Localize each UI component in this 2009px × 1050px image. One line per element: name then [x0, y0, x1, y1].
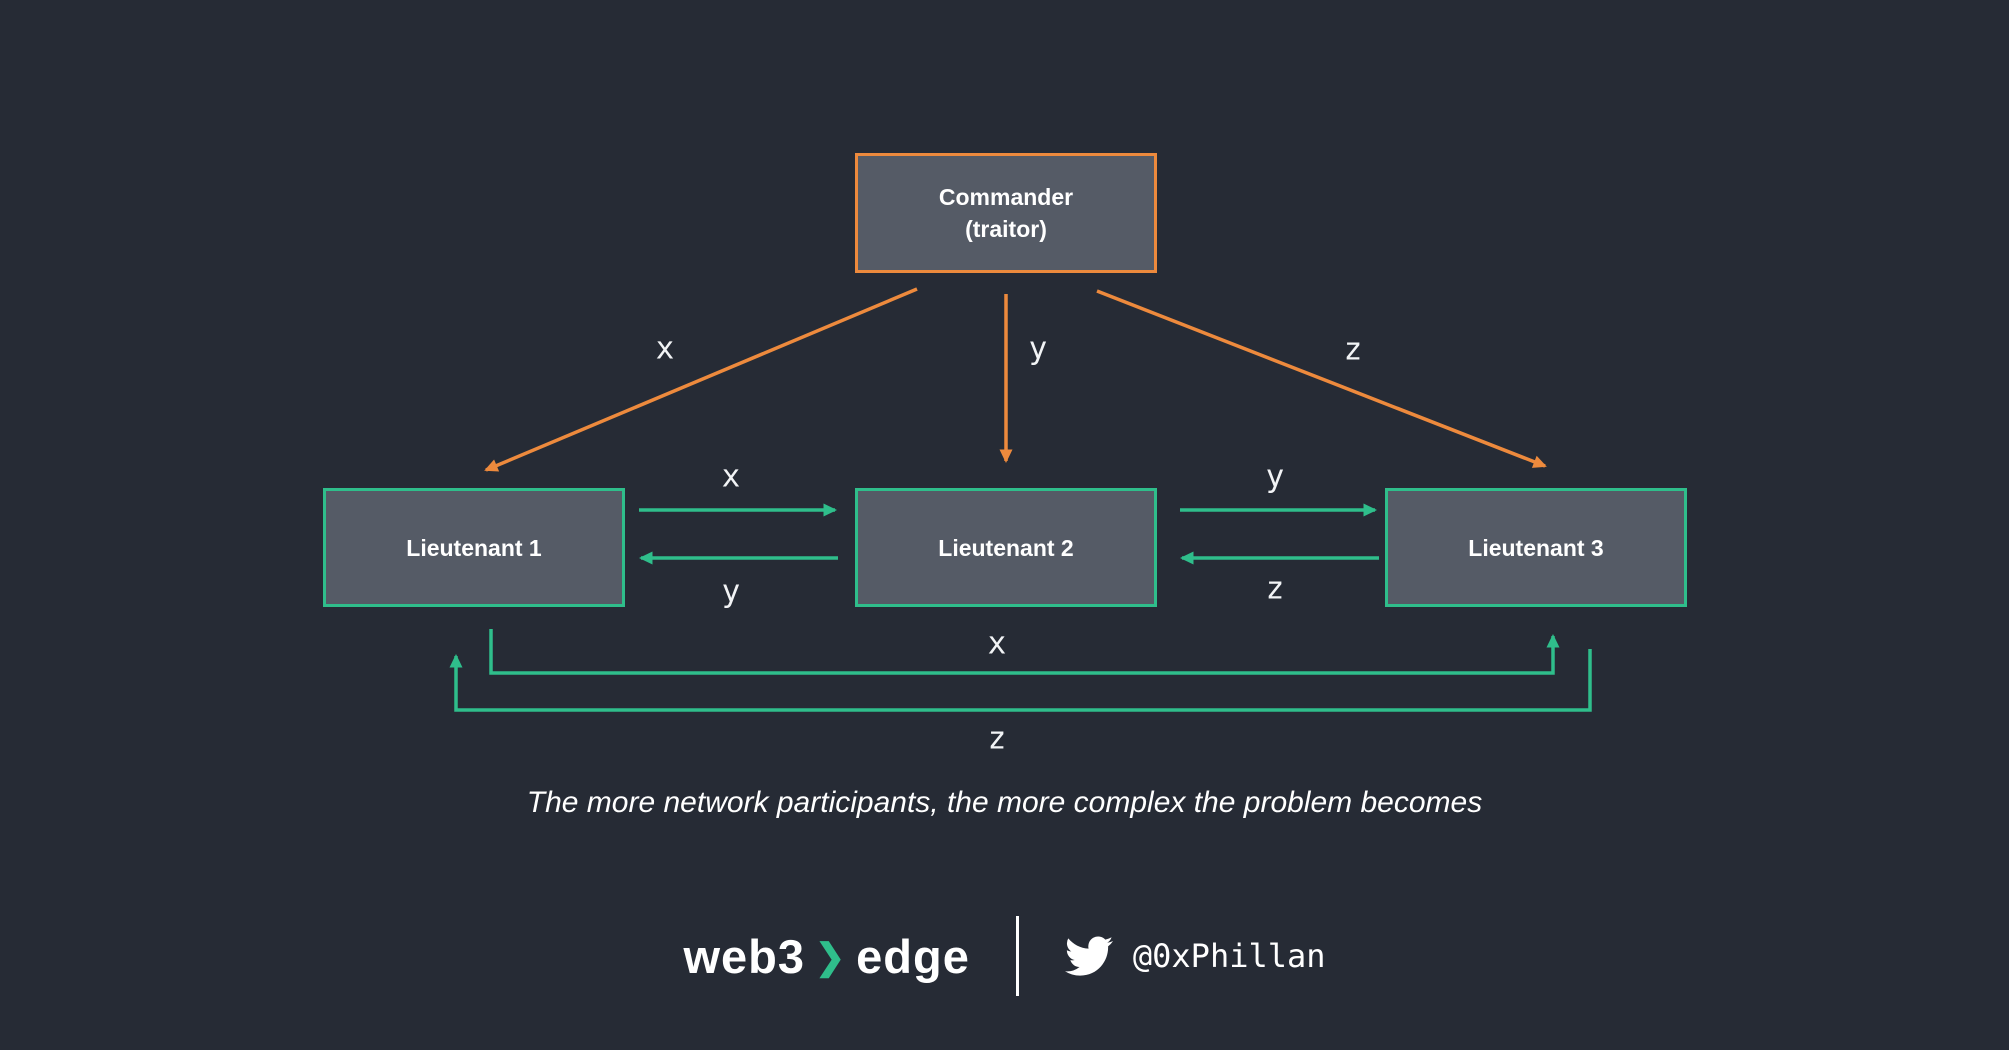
label-commander-to-l1: x: [655, 330, 675, 367]
label-commander-to-l2: y: [1028, 330, 1048, 367]
edge-l3-to-l1: [449, 649, 1592, 712]
lieutenant-2-label: Lieutenant 2: [938, 534, 1074, 561]
brand-edge-text: edge: [856, 929, 970, 983]
lieutenant-1-label: Lieutenant 1: [406, 534, 542, 561]
edge-commander-to-l1: [484, 287, 918, 472]
footer-divider: [1015, 916, 1019, 996]
caption-text: The more network participants, the more …: [526, 786, 1483, 819]
lieutenant-2-node: Lieutenant 2: [855, 488, 1157, 607]
brand-logo: web3 ❯ edge: [683, 929, 969, 984]
twitter-handle: @0xPhillan: [1132, 937, 1326, 975]
label-commander-to-l3: z: [1343, 331, 1363, 368]
edge-commander-to-l3: [1096, 289, 1547, 468]
label-l3-to-l1: z: [987, 720, 1007, 757]
twitter-bird-icon: [1064, 936, 1113, 976]
footer-branding: web3 ❯ edge @0xPhillan: [0, 912, 2009, 1000]
label-l3-to-l2: z: [1265, 570, 1285, 607]
twitter-credit: @0xPhillan: [1064, 936, 1326, 976]
label-l1-to-l3: x: [987, 625, 1007, 662]
commander-label-line2: (traitor): [965, 216, 1047, 242]
chevron-right-icon: ❯: [815, 936, 847, 977]
lieutenant-3-node: Lieutenant 3: [1385, 488, 1687, 607]
lieutenant-3-label: Lieutenant 3: [1468, 534, 1604, 561]
commander-label-line1: Commander: [938, 184, 1074, 210]
label-l1-to-l2: x: [721, 458, 741, 495]
label-l2-to-l3: y: [1265, 458, 1285, 495]
brand-web3-text: web3: [683, 929, 805, 983]
label-l2-to-l1: y: [721, 573, 741, 610]
edge-l1-to-l3: [489, 629, 1560, 675]
lieutenant-1-node: Lieutenant 1: [323, 488, 625, 607]
commander-node: Commander (traitor): [855, 153, 1157, 273]
